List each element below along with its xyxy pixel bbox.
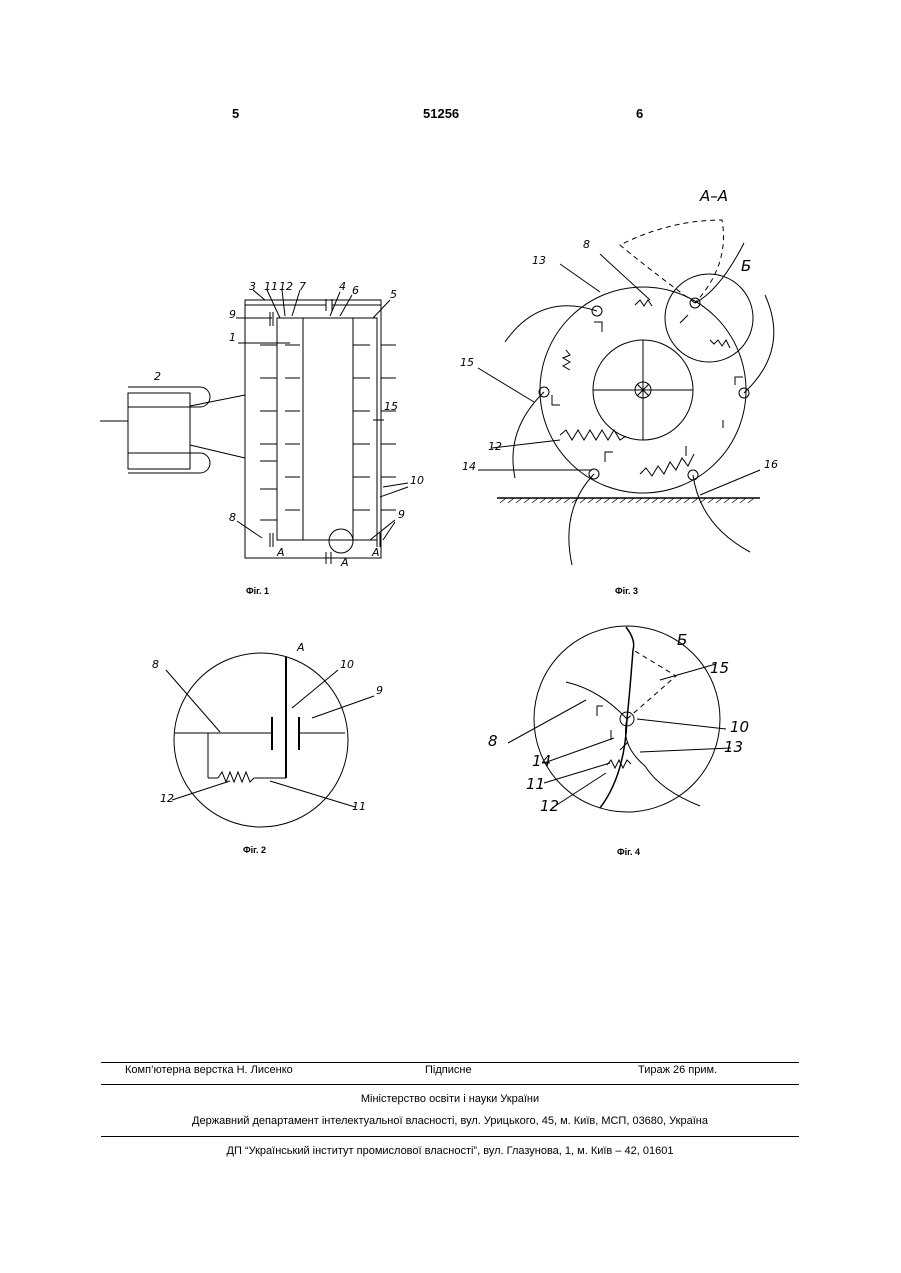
fig3-label-13: 13 (532, 254, 546, 267)
fig4-label-13: 13 (724, 738, 743, 756)
figure-4-labels: Б 15 10 8 14 13 11 12 Фіг. 4 (488, 631, 749, 857)
fig3-caption: Фіг. 3 (615, 586, 638, 596)
footer-rule-3 (101, 1136, 799, 1137)
fig3-label-15: 15 (460, 356, 474, 369)
motor-2 (128, 393, 190, 469)
fig1-label-4: 4 (339, 280, 346, 293)
fig1-label-9-top: 9 (229, 308, 236, 321)
fig4-caption: Фіг. 4 (617, 847, 640, 857)
fig1-label-7: 7 (299, 280, 306, 293)
fig4-title: Б (677, 631, 687, 649)
figure-1-drawing (100, 290, 408, 564)
drum-core (303, 318, 353, 540)
fig3-label-16: 16 (764, 458, 778, 471)
footer-ministry: Міністерство освіти і науки України (101, 1093, 799, 1105)
fig2-label-10: 10 (340, 658, 354, 671)
figure-3-drawing (478, 220, 774, 565)
fig1-label-section-a-right: А (371, 546, 380, 559)
footer-institute: ДП “Український інститут промислової вла… (101, 1145, 799, 1157)
fig1-label-8: 8 (229, 511, 236, 524)
drum-left (277, 318, 303, 540)
figure-1-labels: 1 2 3 11 12 7 4 6 5 9 15 10 8 9 А А А Фі… (154, 280, 424, 596)
fig1-label-detail-a: А (340, 556, 349, 569)
fig1-label-1: 1 (229, 331, 236, 344)
footer-rule-2 (101, 1084, 799, 1085)
fig4-label-14: 14 (532, 752, 551, 770)
fig1-label-15: 15 (384, 400, 398, 413)
fig2-label-8: 8 (152, 658, 159, 671)
footer-signed: Підписне (425, 1064, 472, 1076)
detail-a-circle (174, 653, 348, 827)
fig2-caption: Фіг. 2 (243, 845, 266, 855)
figure-3-labels: А–А Б 8 13 15 12 14 16 Фіг. 3 (460, 187, 778, 596)
drum-right (353, 318, 377, 540)
detail-b-marker (665, 274, 753, 362)
fig3-title: А–А (699, 187, 728, 205)
fig1-label-section-a-left: А (276, 546, 285, 559)
fig4-label-12: 12 (540, 797, 559, 815)
footer-department: Державний департамент інтелектуальної вл… (101, 1115, 799, 1127)
footer-rule-1 (101, 1062, 799, 1063)
tines-15 (505, 243, 774, 565)
fig4-label-11: 11 (526, 775, 545, 793)
fig3-label-8: 8 (583, 238, 590, 251)
fig1-caption: Фіг. 1 (246, 586, 269, 596)
fig1-label-6: 6 (352, 284, 359, 297)
fig1-label-5: 5 (390, 288, 397, 301)
fig1-label-10: 10 (410, 474, 424, 487)
footer-circulation: Тираж 26 прим. (638, 1064, 717, 1076)
fig2-label-12: 12 (160, 792, 174, 805)
fig2-label-9: 9 (376, 684, 383, 697)
figure-2-labels: А 8 10 9 12 11 Фіг. 2 (152, 641, 383, 855)
fig4-label-8: 8 (488, 732, 498, 750)
detail-a-marker (329, 529, 353, 553)
fig1-label-3: 3 (249, 280, 256, 293)
fig1-label-9-bottom: 9 (398, 508, 405, 521)
fig3-label-12: 12 (488, 440, 502, 453)
fig1-label-2: 2 (154, 370, 161, 383)
figure-2-drawing (166, 653, 374, 827)
fig4-label-15: 15 (710, 659, 729, 677)
tines-right (353, 345, 396, 510)
fig1-label-12: 12 (279, 280, 293, 293)
fig2-label-11: 11 (352, 800, 366, 813)
fig2-title: А (296, 641, 305, 654)
spring-12 (218, 772, 254, 782)
footer-layout-credit: Комп’ютерна верстка Н. Лисенко (125, 1064, 293, 1076)
frame (245, 300, 381, 558)
fig3-callout-b: Б (741, 257, 751, 275)
fig1-label-11: 11 (264, 280, 278, 293)
tines-left (260, 345, 300, 520)
fig4-label-10: 10 (730, 718, 749, 736)
fig3-label-14: 14 (462, 460, 476, 473)
